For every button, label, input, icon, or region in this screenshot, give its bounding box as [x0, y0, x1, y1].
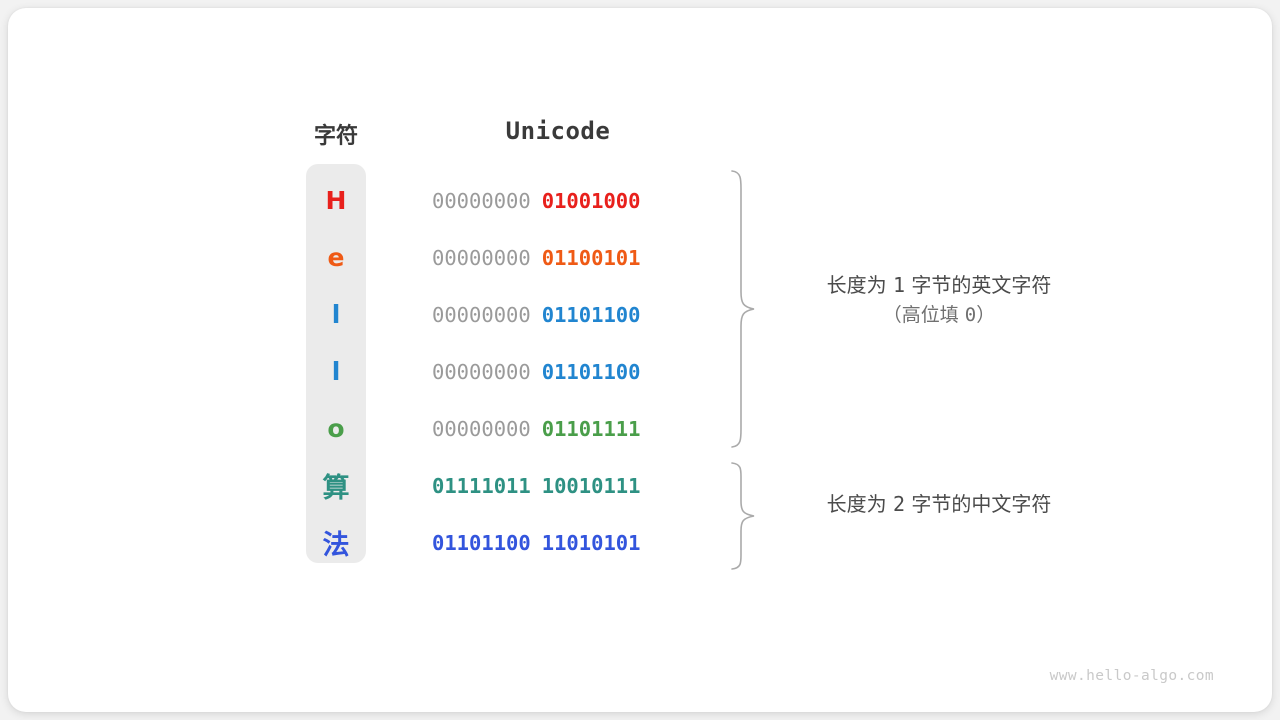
low-byte: 10010111 — [541, 473, 641, 498]
annotation-double-byte: 长度为 2 字节的中文字符 — [764, 489, 1114, 520]
brace-single-byte — [730, 169, 756, 449]
column-header-unicode: Unicode — [505, 117, 611, 145]
annotation-double-byte-line1: 长度为 2 字节的中文字符 — [764, 489, 1114, 520]
unicode-bits-cell: 00000000 01101100 — [432, 343, 684, 400]
unicode-bits-cell: 01101100 11010101 — [432, 514, 684, 571]
high-byte: 00000000 — [432, 245, 531, 270]
annotation-single-byte: 长度为 1 字节的英文字符 （高位填 0） — [764, 270, 1114, 330]
high-byte: 00000000 — [432, 302, 531, 327]
annotation-single-byte-l2-b: ） — [976, 304, 996, 326]
character-cell: 算 — [322, 473, 350, 504]
low-byte: 01001000 — [541, 188, 641, 213]
character-cell: 法 — [322, 530, 350, 561]
low-byte: 01100101 — [541, 245, 641, 270]
annotation-single-byte-l1-b: 字节的英文字符 — [905, 273, 1052, 297]
character-cell: e — [327, 243, 345, 272]
annotation-single-byte-l1-a: 长度为 — [826, 273, 893, 297]
unicode-bits-cell: 00000000 01100101 — [432, 229, 684, 286]
brace-double-byte — [730, 461, 756, 571]
high-byte: 01111011 — [432, 473, 531, 498]
high-byte: 00000000 — [432, 359, 531, 384]
annotation-double-byte-l1-b: 字节的中文字符 — [905, 492, 1052, 516]
annotation-single-byte-line2: （高位填 0） — [764, 301, 1114, 330]
high-byte: 00000000 — [432, 416, 531, 441]
annotation-double-byte-l1-a: 长度为 — [826, 492, 893, 516]
low-byte: 11010101 — [541, 530, 641, 555]
annotation-single-byte-pad-value: 0 — [964, 304, 977, 326]
unicode-bits-cell: 01111011 10010111 — [432, 457, 684, 514]
annotation-single-byte-l2-a: （高位填 — [882, 304, 965, 326]
character-cell: o — [327, 414, 345, 443]
high-byte: 00000000 — [432, 188, 531, 213]
unicode-bits-cell: 00000000 01101111 — [432, 400, 684, 457]
character-cell: H — [325, 186, 347, 215]
low-byte: 01101100 — [541, 359, 641, 384]
unicode-bits-cell: 00000000 01101100 — [432, 286, 684, 343]
site-watermark: www.hello-algo.com — [1049, 668, 1214, 684]
unicode-bits-cell: 00000000 01001000 — [432, 172, 684, 229]
low-byte: 01101100 — [541, 302, 641, 327]
low-byte: 01101111 — [541, 416, 641, 441]
annotation-single-byte-count: 1 — [892, 273, 906, 297]
annotation-double-byte-count: 2 — [892, 492, 906, 516]
column-header-character: 字符 — [313, 124, 358, 149]
character-column-background — [306, 164, 366, 563]
high-byte: 01101100 — [432, 530, 531, 555]
character-cell: l — [331, 300, 341, 329]
annotation-single-byte-line1: 长度为 1 字节的英文字符 — [764, 270, 1114, 301]
character-cell: l — [331, 357, 341, 386]
